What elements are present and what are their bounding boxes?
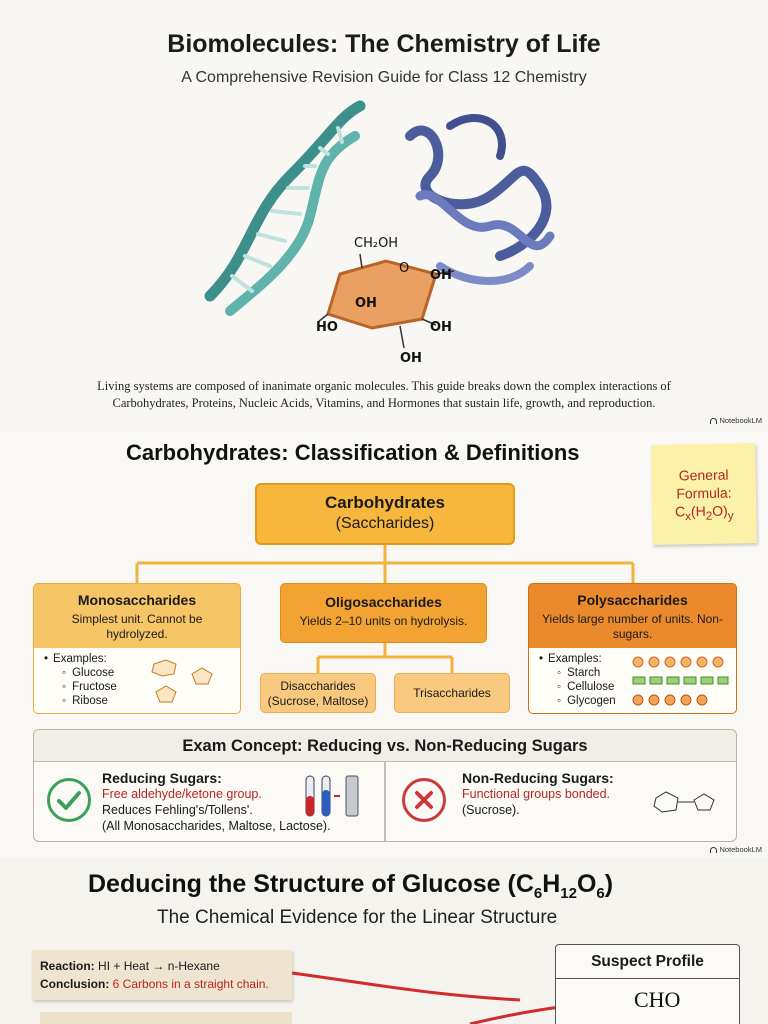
poly-examples-label: Examples: [547,652,728,666]
monosaccharide-structures-icon [151,659,213,703]
section-title-carbohydrates: Carbohydrates: Classification & Definiti… [126,440,580,465]
conclusion-text: 6 Carbons in a straight chain. [112,977,269,991]
trisaccharides-label: Trisaccharides [413,686,491,700]
list-item: Fructose [52,680,232,694]
reducing-title: Reducing Sugars: [102,770,222,786]
root-subtitle: (Saccharides) [335,515,435,532]
reaction-evidence-card: Reaction: HI + Heat → n-Hexane Conclusio… [32,950,292,1000]
reducing-sugars-text: Reducing Sugars: Free aldehyde/ketone gr… [102,770,331,834]
non-reducing-sugars-text: Non-Reducing Sugars: Functional groups b… [462,770,652,818]
suspect-profile-card: Suspect Profile CHO [555,944,740,1024]
poly-name: Polysaccharides [577,592,688,608]
page-title: Biomolecules: The Chemistry of Life [167,30,601,58]
glucose-label-oh-lower-right: OH [430,320,452,335]
glucose-label-ch2oh: CH₂OH [354,236,398,251]
conclusion-label: Conclusion: [40,977,110,991]
notebooklm-icon [710,417,718,424]
root-title: Carbohydrates [325,493,445,512]
exam-concept-title: Exam Concept: Reducing vs. Non-Reducing … [34,730,736,762]
polysaccharide-chains-icon [632,656,729,706]
sticky-line-2: Formula: [676,484,732,502]
mono-desc: Simplest unit. Cannot be hydrolyzed. [71,612,203,641]
glucose-title-text: Deducing the Structure of Glucose (C [88,870,534,898]
glucose-label-oh-center: OH [355,296,377,311]
sticky-formula: Cx(H2O)y [674,502,734,524]
poly-desc: Yields large number of units. Non-sugars… [542,612,723,641]
glucose-label-o: O [399,261,409,276]
disaccharides-examples: (Sucrose, Maltose) [267,694,369,708]
trisaccharides-node: Trisaccharides [394,673,510,713]
disaccharides-label: Disaccharides [280,679,356,693]
notebooklm-icon [710,846,718,853]
reducing-line-2: Reduces Fehling's/Tollens'. [102,803,253,817]
section-title-glucose: Deducing the Structure of Glucose (C6H12… [0,870,768,902]
oligosaccharides-card: Oligosaccharides Yields 2–10 units on hy… [280,583,487,643]
hero-section [0,0,768,432]
badge-label: NotebookLM [719,416,762,425]
list-item: Cellulose [547,680,728,694]
oligo-name: Oligosaccharides [325,594,442,610]
nonreducing-line-2: (Sucrose). [462,803,520,817]
suspect-group: CHO [634,987,681,1012]
check-icon [47,778,91,822]
monosaccharides-card: Monosaccharides Simplest unit. Cannot be… [33,583,241,714]
mono-name: Monosaccharides [77,592,197,608]
mono-examples-label: Examples: [52,652,232,666]
list-item: Glucose [52,666,232,680]
carbohydrates-root-node: Carbohydrates (Saccharides) [255,483,515,545]
sticky-line-1: General [678,466,729,484]
mono-examples: Examples: Glucose Fructose Ribose [34,648,240,713]
page-subtitle: A Comprehensive Revision Guide for Class… [181,69,587,86]
glucose-label-ho-left: HO [316,320,338,335]
nonreducing-title: Non-Reducing Sugars: [462,770,614,786]
polysaccharides-card: Polysaccharides Yields large number of u… [528,583,737,714]
test-tube-icon [305,775,359,817]
biomolecule-illustration: CH₂OH O OH OH HO OH OH [204,100,555,366]
reducing-line-1: Free aldehyde/ketone group. [102,787,262,801]
poly-examples: Examples: Starch Cellulose Glycogen [529,648,736,713]
notebooklm-badge: NotebookLM [710,416,762,425]
list-item: Glycogen [547,694,728,708]
disaccharides-node: Disaccharides (Sucrose, Maltose) [260,673,376,713]
notebooklm-badge-2: NotebookLM [710,845,762,854]
exam-concept-panel: Exam Concept: Reducing vs. Non-Reducing … [33,729,737,842]
reducing-line-3: (All Monosaccharides, Maltose, Lactose). [102,819,331,833]
oligo-desc: Yields 2–10 units on hydrolysis. [299,614,468,628]
intro-line-1: Living systems are composed of inanimate… [97,379,671,393]
glucose-ring-icon [317,253,455,349]
general-formula-note: General Formula: Cx(H2O)y [651,443,757,545]
nonreducing-line-1: Functional groups bonded. [462,787,611,801]
reaction-text: HI + Heat → n-Hexane [98,959,220,973]
glucose-label-oh-bottom: OH [400,351,422,366]
evidence-card-2 [40,1012,292,1024]
suspect-title: Suspect Profile [556,945,739,979]
exam-divider [384,762,386,841]
sucrose-structure-icon [653,791,715,813]
intro-paragraph: Living systems are composed of inanimate… [40,378,728,412]
glucose-subtitle: The Chemical Evidence for the Linear Str… [157,907,558,928]
list-item: Starch [547,666,728,680]
glucose-formula: 6H12O6) [533,870,614,902]
glucose-label-oh-right: OH [430,268,452,283]
protein-ribbon-icon [405,113,555,285]
badge-label: NotebookLM [719,845,762,854]
reaction-label: Reaction: [40,959,95,973]
dna-helix-icon [204,100,366,316]
cross-icon [402,778,446,822]
intro-line-2: Carbohydrates, Proteins, Nucleic Acids, … [112,396,656,410]
list-item: Ribose [52,694,232,708]
